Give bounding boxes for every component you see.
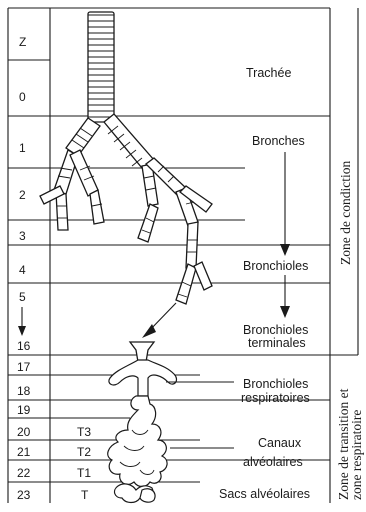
label-bronchioles-terminales: terminales	[248, 336, 306, 350]
label-bronchioles-respiratoires: Bronchioles	[243, 377, 308, 391]
label-sacs-alveolaires: Sacs alvéolaires	[219, 487, 310, 501]
label-bronchioles-terminales: Bronchioles	[243, 323, 308, 337]
down-arrow-icon	[280, 306, 290, 318]
transition-labels: T3 T2 T1 T	[77, 425, 91, 502]
left-bronchus-shape	[66, 118, 100, 156]
alveolar-duct-shape	[108, 396, 167, 487]
generation-label: Z	[19, 35, 26, 49]
transition-label: T1	[77, 466, 91, 480]
generation-label: 0	[19, 90, 26, 104]
structure-labels: Trachée Bronches Bronchioles Bronchioles…	[219, 66, 310, 501]
generation-label: 1	[19, 141, 26, 155]
generation-label: 5	[19, 290, 26, 304]
generation-label: 20	[17, 425, 31, 439]
down-arrow-icon	[280, 244, 290, 256]
generation-label: 23	[17, 488, 31, 502]
label-canaux-alveolaires: Canaux	[258, 436, 302, 450]
label-canaux-alveolaires: alvéolaires	[243, 455, 303, 469]
transition-label: T2	[77, 445, 91, 459]
label-trachee: Trachée	[246, 66, 291, 80]
generation-label: 17	[17, 360, 31, 374]
generation-label: 19	[17, 403, 31, 417]
frame	[8, 8, 358, 503]
transition-label: T3	[77, 425, 91, 439]
airway-tree	[40, 12, 212, 503]
generation-label: 4	[19, 263, 26, 277]
down-arrow-icon	[18, 307, 26, 336]
generation-label: 16	[17, 339, 31, 353]
respiratory-bronchiole-shape	[109, 360, 177, 396]
label-bronchioles-respiratoires: respiratoires	[241, 391, 310, 405]
right-bronchus-shape	[104, 114, 154, 168]
generation-label: 22	[17, 466, 31, 480]
transition-label: T	[81, 488, 89, 502]
label-bronchioles: Bronchioles	[243, 259, 308, 273]
generation-label: 21	[17, 445, 31, 459]
label-bronches: Bronches	[252, 134, 305, 148]
generation-label: 2	[19, 188, 26, 202]
zone-conduction-label: Zone de condiction	[338, 161, 353, 265]
generation-label: 18	[17, 384, 31, 398]
zone-transition-label: zone respiratoire	[349, 410, 364, 500]
generation-label: 3	[19, 229, 26, 243]
zone-labels: Zone de condiction Zone de transition et…	[336, 161, 364, 500]
generation-column: Z 0 1 2 3 4 5 16 17 18 19 20 21 22 23	[17, 35, 31, 502]
